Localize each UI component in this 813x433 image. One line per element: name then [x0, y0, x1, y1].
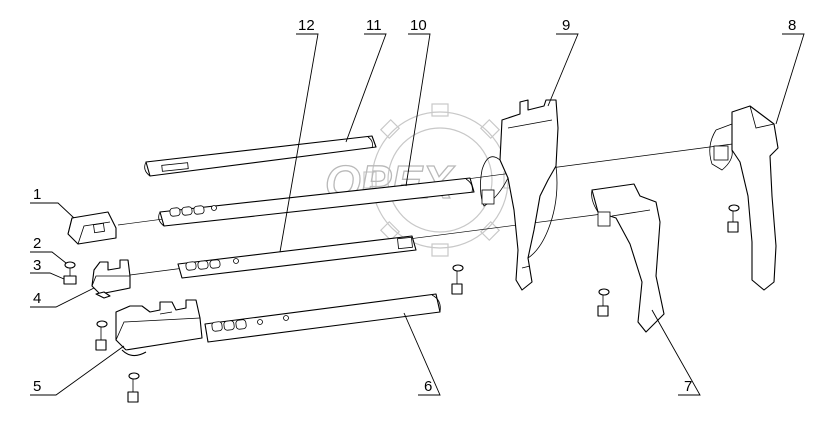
part-4-block — [91, 259, 131, 299]
leader-10 — [405, 33, 431, 187]
fastener-set-fork-8 — [727, 204, 740, 233]
watermark: OPEX — [324, 103, 517, 257]
leader-11 — [345, 33, 387, 143]
leader-12 — [279, 33, 319, 253]
leader-lines — [30, 33, 805, 396]
part-9-fork — [480, 99, 559, 291]
fastener-set-fork-9 — [451, 264, 464, 295]
part-8-fork — [709, 105, 779, 291]
callout-11: 11 — [366, 17, 382, 34]
callout-10: 10 — [410, 17, 427, 34]
leader-1 — [30, 202, 75, 219]
leader-8 — [775, 33, 805, 125]
fastener-set-block-4 — [95, 320, 108, 351]
fastener-set-fork-7 — [597, 288, 610, 317]
part-5-block — [115, 299, 203, 357]
leader-7 — [651, 309, 701, 396]
callout-12: 12 — [298, 17, 315, 34]
part-3-bolt — [63, 275, 77, 285]
callout-4: 4 — [33, 290, 41, 307]
callout-1: 1 — [33, 186, 41, 203]
callout-2: 2 — [33, 235, 41, 252]
part-11-shaft — [144, 135, 377, 177]
part-2-washer — [64, 261, 76, 269]
callout-7: 7 — [684, 378, 692, 395]
callout-5: 5 — [33, 378, 41, 395]
fastener-set-block-5 — [127, 372, 140, 403]
part-12-shaft — [177, 235, 417, 279]
watermark-gear-inner — [387, 127, 493, 233]
leader-6 — [403, 312, 441, 396]
callout-3: 3 — [33, 257, 41, 274]
part-10-shaft — [158, 177, 475, 227]
watermark-gear-teeth — [363, 103, 517, 257]
fastener-set-left — [63, 261, 77, 285]
part-6-shaft — [204, 293, 441, 343]
callout-9: 9 — [562, 17, 570, 34]
part-7-fork — [591, 183, 665, 333]
leader-9 — [547, 33, 579, 107]
leader-2 — [30, 251, 67, 264]
part-1-cap — [67, 211, 117, 245]
leader-4 — [30, 287, 95, 308]
callout-labels: 1 2 3 4 5 6 7 8 9 10 11 12 — [33, 17, 796, 395]
leader-5 — [30, 345, 125, 396]
callout-6: 6 — [424, 378, 432, 395]
callout-8: 8 — [788, 17, 796, 34]
leader-3 — [30, 272, 65, 280]
